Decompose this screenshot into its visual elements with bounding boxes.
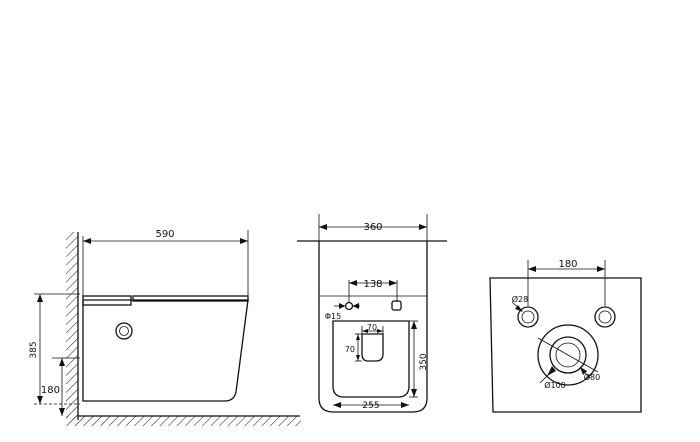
- dim-label-phi15: Φ15: [325, 312, 341, 321]
- toilet-body-front: [318, 241, 428, 413]
- dim-label-dia80: Ø80: [584, 372, 600, 382]
- dim-label-385: 385: [29, 341, 39, 358]
- seat-lid: [82, 295, 132, 306]
- floor-hatch: [66, 416, 301, 426]
- side-view: 590 385 180: [29, 229, 301, 426]
- dim-label-138: 138: [363, 279, 382, 290]
- dim-label-350: 350: [419, 353, 429, 370]
- front-view: 360 138 Φ15 70 70: [297, 214, 447, 413]
- rear-view: 180 Ø28 Ø100 Ø80: [489, 259, 642, 413]
- flush-button-icon: [115, 322, 133, 340]
- outlet-mid-icon: [549, 336, 587, 374]
- dim-label-360: 360: [363, 222, 382, 233]
- dim-label-180-rear: 180: [558, 259, 577, 270]
- mounting-hole-right-icon: [594, 306, 616, 328]
- outlet-square: [361, 333, 384, 362]
- dim-label-dia28: Ø28: [512, 294, 528, 304]
- mounting-hole-left-inner-icon: [521, 310, 535, 324]
- flush-button-inner-icon: [119, 326, 129, 336]
- dim-label-180-side: 180: [41, 385, 60, 396]
- toilet-body-side: [82, 299, 249, 402]
- dim-label-70-width: 70: [367, 323, 377, 332]
- mounting-hole-left-icon: [517, 306, 539, 328]
- bowl-inner-outline: [332, 320, 410, 398]
- dim-label-590: 590: [155, 229, 174, 240]
- wall-hatch: [66, 232, 78, 420]
- inlet-right-icon: [391, 300, 402, 311]
- seat-lid-rear: [132, 295, 249, 302]
- outlet-inner-icon: [555, 342, 581, 368]
- rear-outline: [489, 277, 642, 413]
- mounting-hole-right-inner-icon: [598, 310, 612, 324]
- inlet-left-icon: [344, 301, 354, 311]
- outlet-outer-icon: [537, 324, 599, 386]
- dim-label-dia100: Ø100: [544, 380, 566, 390]
- dim-label-255: 255: [362, 401, 379, 411]
- dim-label-70-height: 70: [345, 345, 355, 354]
